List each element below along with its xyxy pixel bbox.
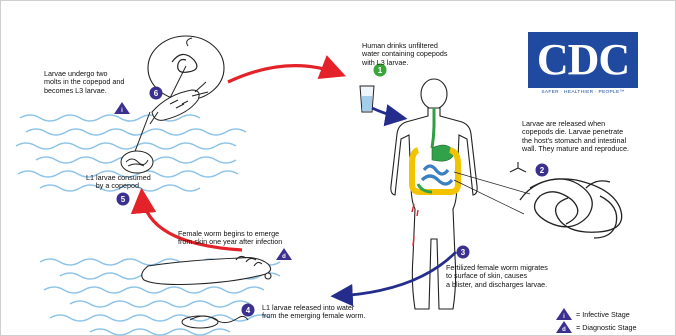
legend-infective-label: = Infective Stage — [576, 310, 630, 319]
step-2-label: Larvae are released when copepods die. L… — [522, 120, 629, 154]
step-badge-4: 4 — [242, 304, 255, 317]
magnification-pointer-lines — [454, 172, 530, 214]
legend-diagnostic-marker: d — [556, 321, 572, 333]
step-badge-3: 3 — [457, 246, 470, 259]
arrow-copepod-to-human — [228, 66, 340, 82]
svg-text:4: 4 — [246, 306, 251, 315]
svg-text:2: 2 — [540, 166, 545, 175]
cdc-logo: CDC SAFER · HEALTHIER · PEOPLE™ — [528, 32, 638, 100]
adult-worms-illustration — [520, 179, 622, 238]
emergence-note-label: Female worm begins to emerge from skin o… — [178, 230, 282, 247]
l1-larvae-magnified-illustration — [121, 151, 153, 173]
l1-larvae-illustration — [182, 316, 248, 328]
step-6-label: Larvae undergo two molts in the copepod … — [44, 70, 124, 95]
svg-text:6: 6 — [154, 89, 159, 98]
water-glass-illustration — [360, 86, 374, 112]
cdc-logo-mark: CDC — [528, 32, 638, 88]
step-badge-2: 2 — [536, 164, 549, 177]
legend-diagnostic-label: = Diagnostic Stage — [576, 323, 637, 332]
svg-text:3: 3 — [461, 248, 466, 257]
svg-text:d: d — [562, 327, 566, 333]
legend-infective-marker: i — [556, 308, 572, 320]
step-4-label: L1 larvae released into water from the e… — [262, 304, 365, 321]
step-5-label: L1 larvae consumed by a copepod. — [86, 174, 151, 191]
svg-text:1: 1 — [378, 66, 383, 75]
cdc-logo-tagline: SAFER · HEALTHIER · PEOPLE™ — [528, 90, 638, 95]
step-badge-6: 6 — [150, 87, 163, 100]
diagnostic-stage-marker: d — [276, 248, 292, 260]
svg-text:d: d — [282, 254, 286, 260]
arrow-drink-to-body — [372, 108, 402, 118]
infective-stage-marker: i — [114, 102, 130, 114]
step-badge-5: 5 — [117, 193, 130, 206]
step-3-label: Fertilized female worm migrates to surfa… — [446, 264, 548, 289]
step-1-label: Human drinks unfiltered water containing… — [362, 42, 448, 67]
svg-text:5: 5 — [121, 195, 126, 204]
male-worm-glyph — [510, 162, 526, 172]
